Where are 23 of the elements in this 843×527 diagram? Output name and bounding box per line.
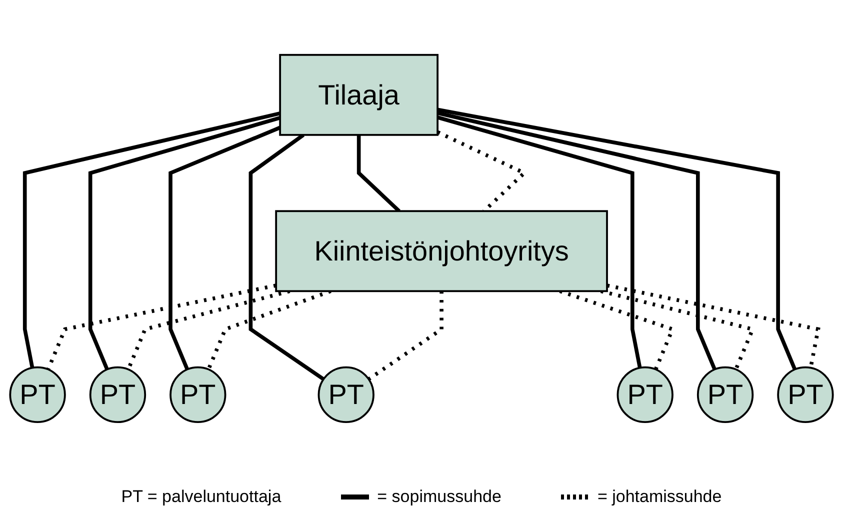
node-circle: PT (170, 366, 226, 424)
node-circle: PT (616, 366, 674, 424)
connector (437, 116, 642, 368)
node-circle: PT (9, 366, 66, 424)
node-circle: PT (318, 366, 374, 424)
node-circle: PT (696, 366, 754, 424)
connector (248, 133, 325, 381)
connector (88, 116, 281, 370)
node-circle: PT (777, 366, 834, 424)
connector (368, 291, 444, 381)
legend-text: = johtamissuhde (597, 487, 722, 507)
node-circle: PT (89, 366, 146, 424)
connector (22, 111, 280, 368)
node-box: Tilaaja (279, 54, 439, 136)
connector (356, 134, 400, 212)
connector (437, 108, 797, 370)
connector (600, 289, 756, 370)
connector (168, 126, 281, 370)
legend-note: PT = palveluntuottaja (121, 487, 282, 507)
node-box: Kiinteistönjohtoyritys (275, 210, 608, 292)
connector (46, 284, 276, 370)
legend-text: = sopimussuhde (377, 487, 502, 507)
connector (437, 111, 716, 370)
